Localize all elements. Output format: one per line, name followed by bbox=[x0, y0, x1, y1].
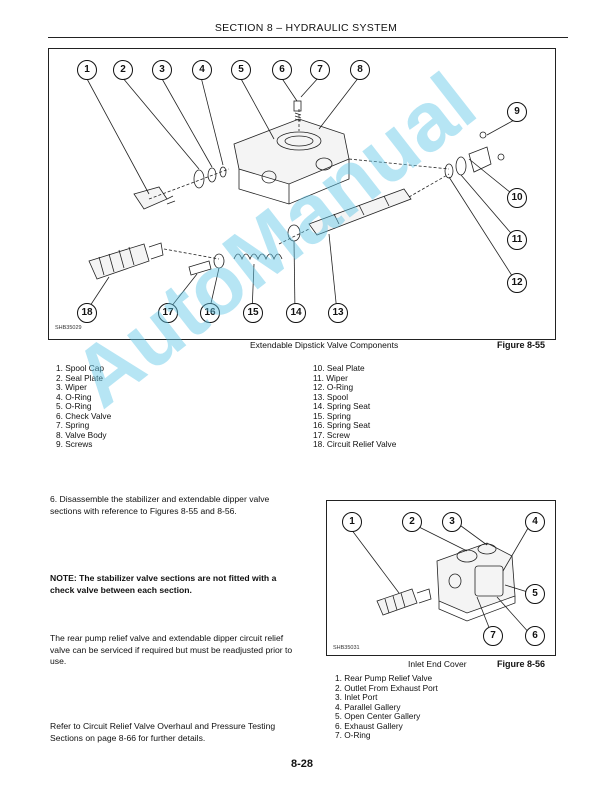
page-number: 8-28 bbox=[291, 758, 314, 770]
note-paragraph: NOTE: The stabilizer valve sections are … bbox=[50, 573, 277, 595]
legend-item: 3. Wiper bbox=[56, 382, 87, 392]
callout-16: 16 bbox=[200, 303, 220, 323]
legend-item: 12. O-Ring bbox=[313, 382, 354, 392]
callout-12: 12 bbox=[507, 273, 527, 293]
relief-valve-drawing bbox=[376, 588, 432, 616]
callout-7: 7 bbox=[483, 626, 503, 646]
callout-11: 11 bbox=[507, 230, 527, 250]
legend-item: 5. O-Ring bbox=[56, 401, 92, 411]
figure-56-label: Figure 8-56 bbox=[497, 659, 546, 669]
figure-56-id: SHB35031 bbox=[333, 645, 360, 651]
callout-18: 18 bbox=[77, 303, 97, 323]
spool-drawing bbox=[308, 188, 412, 236]
callout-8: 8 bbox=[350, 60, 370, 80]
step-6-paragraph: 6. Disassemble the stabilizer and extend… bbox=[50, 494, 270, 516]
figure-55-legend-left: 1. Spool Cap 2. Seal Plate 3. Wiper 4. O… bbox=[56, 363, 112, 450]
figure-56-legend: 1. Rear Pump Relief Valve 2. Outlet From… bbox=[335, 673, 438, 741]
legend-item: 18. Circuit Relief Valve bbox=[313, 439, 397, 449]
legend-item: 6. Check Valve bbox=[56, 410, 112, 421]
legend-item: 1. Rear Pump Relief Valve bbox=[335, 673, 433, 683]
figure-55-caption: Extendable Dipstick Valve Components bbox=[250, 340, 399, 350]
callout-3: 3 bbox=[152, 60, 172, 80]
callout-10: 10 bbox=[507, 188, 527, 208]
page-header: SECTION 8 – HYDRAULIC SYSTEM bbox=[214, 22, 398, 34]
figure-55-illustration bbox=[85, 76, 517, 313]
callout-2: 2 bbox=[113, 60, 133, 80]
legend-item: 16. Spring Seat bbox=[313, 420, 371, 430]
callout-7: 7 bbox=[310, 60, 330, 80]
legend-item: 13. Spool bbox=[313, 391, 349, 402]
legend-item: 4. O-Ring bbox=[56, 391, 92, 402]
refer-paragraph: Refer to Circuit Relief Valve Overhaul a… bbox=[50, 721, 276, 743]
legend-item: 2. Seal Plate bbox=[56, 372, 104, 383]
figure-55-id: SHB35029 bbox=[55, 325, 82, 331]
legend-item: 7. Spring bbox=[56, 420, 90, 430]
callout-1: 1 bbox=[77, 60, 97, 80]
legend-item: 14. Spring Seat bbox=[313, 401, 371, 411]
legend-item: 11. Wiper bbox=[313, 372, 348, 383]
callout-15: 15 bbox=[243, 303, 263, 323]
legend-item: 8. Valve Body bbox=[56, 429, 107, 440]
callout-5: 5 bbox=[525, 584, 545, 604]
relief-valve-paragraph: The rear pump relief valve and extendabl… bbox=[50, 633, 293, 666]
callout-6: 6 bbox=[272, 60, 292, 80]
callout-2: 2 bbox=[402, 512, 422, 532]
legend-item: 9. Screws bbox=[56, 439, 93, 449]
callout-4: 4 bbox=[192, 60, 212, 80]
legend-item: 17. Screw bbox=[313, 429, 350, 440]
legend-item: 10. Seal Plate bbox=[313, 363, 365, 373]
figure-55-label: Figure 8-55 bbox=[497, 340, 546, 350]
inlet-end-cover-drawing bbox=[436, 542, 516, 622]
callout-17: 17 bbox=[158, 303, 178, 323]
legend-item: 1. Spool Cap bbox=[56, 363, 104, 373]
figure-55-legend-right: 10. Seal Plate 11. Wiper 12. O-Ring 13. … bbox=[313, 363, 397, 450]
callout-3: 3 bbox=[442, 512, 462, 532]
legend-item: 5. Open Center Gallery bbox=[335, 711, 421, 721]
callout-6: 6 bbox=[525, 626, 545, 646]
legend-item: 15. Spring bbox=[313, 410, 351, 421]
legend-item: 3. Inlet Port bbox=[335, 692, 378, 702]
legend-item: 6. Exhaust Gallery bbox=[335, 720, 403, 731]
callout-5: 5 bbox=[231, 60, 251, 80]
header-rule bbox=[48, 37, 568, 38]
legend-item: 4. Parallel Gallery bbox=[335, 701, 401, 712]
callout-14: 14 bbox=[286, 303, 306, 323]
figure-56-caption: Inlet End Cover bbox=[408, 659, 467, 669]
callout-1: 1 bbox=[342, 512, 362, 532]
spool-cap-drawing bbox=[133, 186, 176, 210]
callout-13: 13 bbox=[328, 303, 348, 323]
circuit-relief-valve-drawing bbox=[88, 242, 164, 280]
legend-item: 2. Outlet From Exhaust Port bbox=[335, 682, 438, 693]
callout-4: 4 bbox=[525, 512, 545, 532]
callout-9: 9 bbox=[507, 102, 527, 122]
figure-56-illustration bbox=[350, 522, 532, 636]
legend-item: 7. O-Ring bbox=[335, 730, 371, 740]
